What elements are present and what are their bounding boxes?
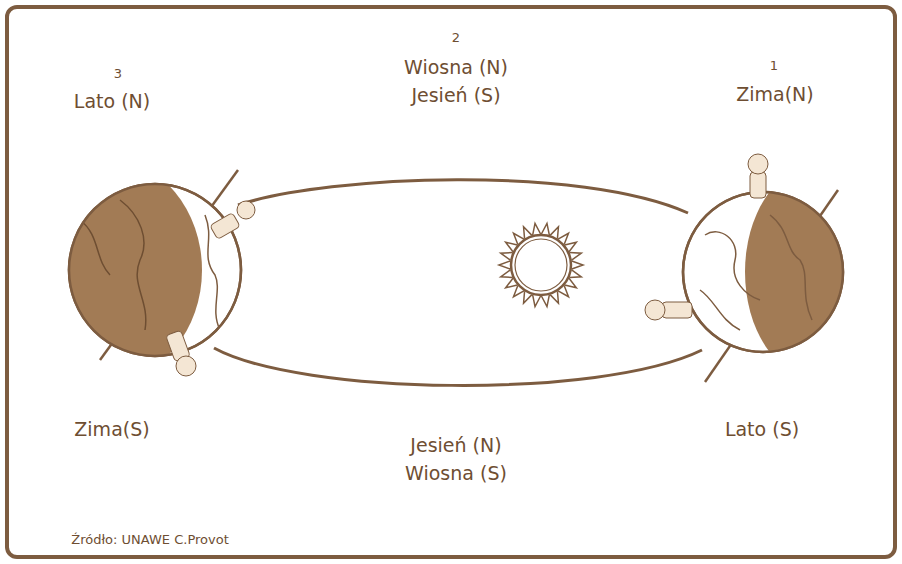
callout-number: 1 xyxy=(770,58,778,74)
sun-ray xyxy=(513,233,523,244)
sun-ray xyxy=(501,252,513,260)
sun-ray xyxy=(550,291,558,303)
frame xyxy=(7,7,895,557)
sun-ray xyxy=(550,227,558,239)
sun-ray xyxy=(524,291,532,303)
season-label: Jesień (N) xyxy=(410,434,501,457)
season-label: Lato (N) xyxy=(74,90,150,113)
season-label: Wiosna (N) xyxy=(404,56,508,79)
sun-ray xyxy=(558,286,568,297)
sun-ray xyxy=(499,261,510,269)
sun-ray xyxy=(569,270,581,278)
callout-number: 3 xyxy=(114,66,122,82)
callout-number: 2 xyxy=(452,30,460,46)
sun-ray xyxy=(565,242,577,251)
sun-ray xyxy=(506,278,518,287)
sun-ray xyxy=(533,223,541,235)
earth-left xyxy=(18,160,255,380)
sun-ray xyxy=(541,223,549,235)
sun-ray xyxy=(501,270,513,278)
season-label: Zima(S) xyxy=(74,418,149,441)
sun-ray xyxy=(541,295,549,307)
season-label: Zima(N) xyxy=(736,83,813,106)
sun-ray xyxy=(506,242,518,251)
sun-ray xyxy=(565,278,577,287)
sun-ray xyxy=(513,286,523,297)
season-label: Wiosna (S) xyxy=(405,462,507,485)
season-label: Jesień (S) xyxy=(411,84,500,107)
orbit-arc xyxy=(238,180,688,213)
sun-ray xyxy=(572,261,583,269)
sun-ray xyxy=(524,227,532,239)
sun-ray xyxy=(558,233,568,244)
orbit-arc xyxy=(214,348,702,385)
source-note: Źródło: UNAWE C.Provot xyxy=(71,532,229,548)
sun xyxy=(499,223,583,306)
season-label: Lato (S) xyxy=(725,418,799,441)
sun-ray xyxy=(533,295,541,307)
earth-right xyxy=(645,154,885,382)
sun-ray xyxy=(569,252,581,260)
